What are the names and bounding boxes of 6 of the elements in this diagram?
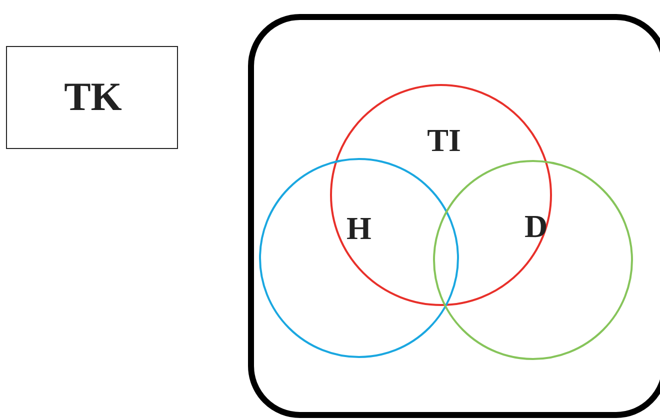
label-box	[6, 46, 178, 149]
universe-frame	[248, 14, 660, 418]
set-label: H	[346, 212, 372, 244]
set-label: D	[524, 210, 548, 242]
set-label: TI	[427, 124, 461, 156]
box-label: TK	[64, 77, 122, 117]
